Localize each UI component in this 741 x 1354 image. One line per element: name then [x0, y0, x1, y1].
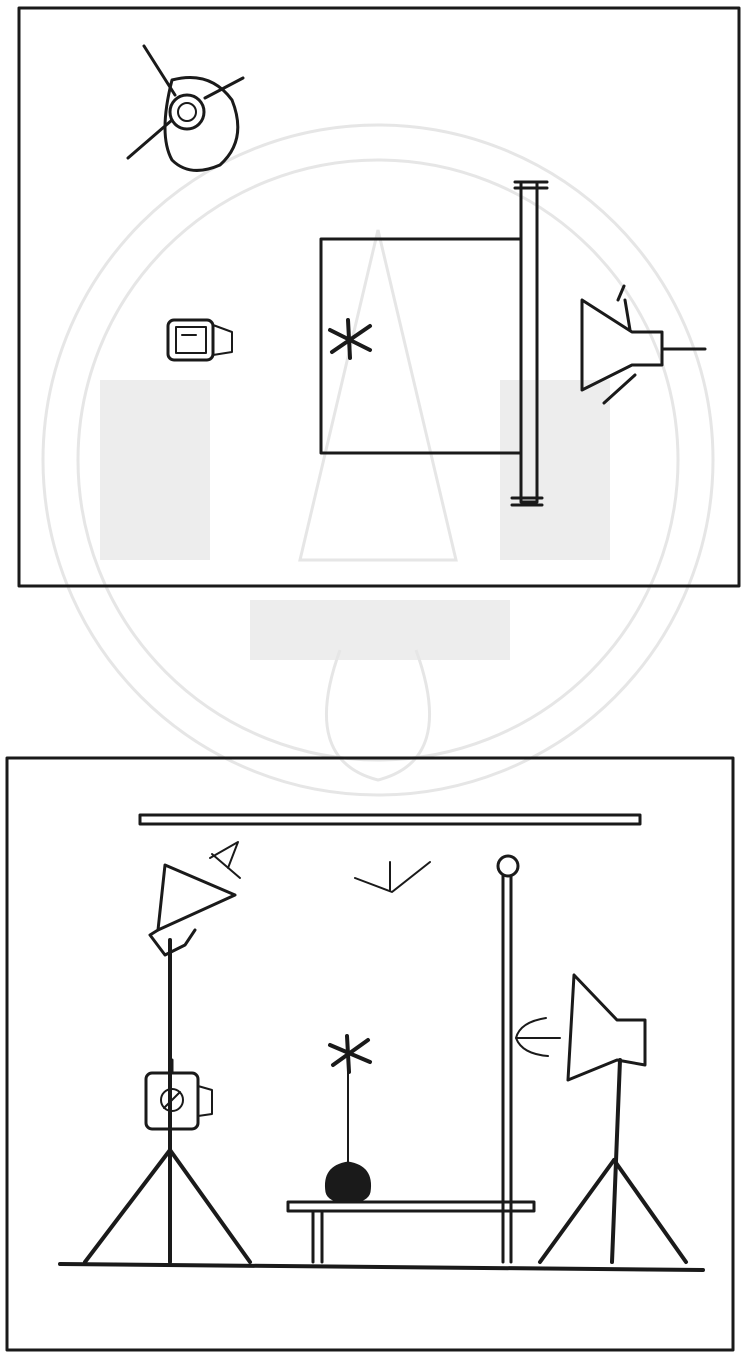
- spotlight-icon: [128, 46, 243, 170]
- light-stand-right: [540, 1060, 686, 1262]
- watermark-seal: [43, 125, 713, 795]
- camera-icon: [146, 1060, 212, 1129]
- camera-icon: [168, 320, 232, 360]
- light-stand-left: [85, 940, 250, 1262]
- vase: [325, 1162, 370, 1203]
- asterisk-subject-icon: [330, 320, 370, 358]
- asterisk-subject-icon: [330, 1036, 370, 1168]
- bottom-panel-frame: [7, 758, 733, 1350]
- light-direction-arrow: [355, 862, 430, 892]
- table: [288, 1202, 534, 1262]
- backdrop-crossbar: [140, 815, 640, 824]
- spotlight-icon: [568, 975, 645, 1080]
- floor-line: [60, 1264, 703, 1270]
- spotlight-icon: [150, 865, 235, 955]
- bottom-panel: [7, 758, 733, 1350]
- light-direction-arrow: [210, 842, 240, 878]
- light-direction-arrow: [516, 1018, 560, 1056]
